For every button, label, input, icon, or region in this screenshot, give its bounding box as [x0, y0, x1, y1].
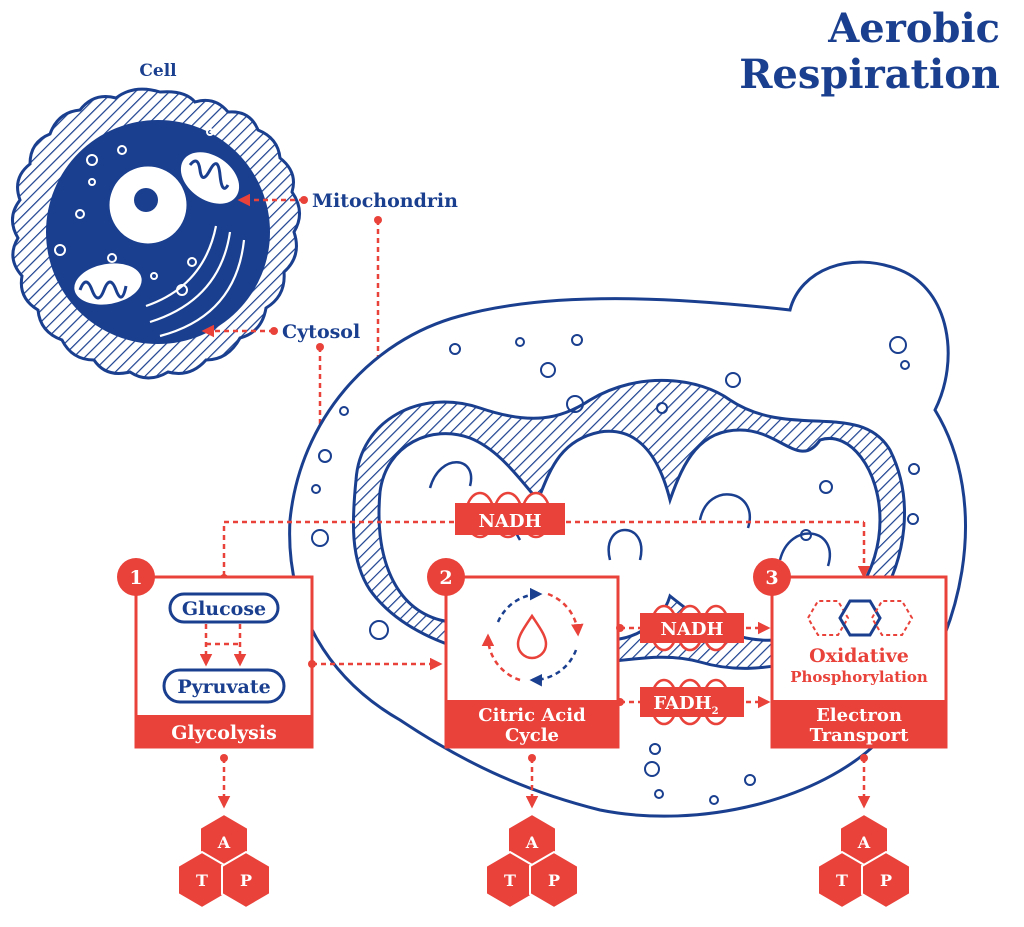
hexagon-molecule-icon [806, 599, 914, 637]
nucleolus [134, 188, 158, 212]
atp-t: T [196, 871, 208, 890]
oxidative-label: Oxidative [809, 645, 909, 667]
atp-t: T [836, 871, 848, 890]
glycolysis-caption: Glycolysis [171, 722, 277, 744]
glycolysis-to-citric-connector [308, 657, 443, 671]
atp-p: P [880, 871, 892, 890]
nadh-middle-label: NADH [660, 619, 723, 640]
step-1-number: 1 [129, 567, 142, 589]
cycle-arrows-icon [481, 587, 584, 687]
title: Aerobic Respiration [739, 5, 1000, 98]
cell-mitochondrion-bottom [74, 263, 142, 305]
cell-vesicles [54, 128, 214, 296]
atp-output-3: A T P [817, 754, 911, 910]
cell-bubbles [311, 334, 920, 805]
pyruvate-label: Pyruvate [177, 676, 270, 698]
glucose-label: Glucose [182, 598, 266, 620]
atp-output-2: A T P [485, 754, 579, 910]
title-line2: Respiration [739, 51, 1000, 98]
cytosol-label: Cytosol [282, 321, 360, 343]
title-line1: Aerobic [827, 5, 1000, 52]
fadh-text: FADH [653, 693, 711, 714]
atp-p: P [548, 871, 560, 890]
atp-a: A [217, 833, 231, 852]
atp-p: P [240, 871, 252, 890]
droplet-icon [516, 613, 548, 660]
step-2-number: 2 [439, 567, 452, 589]
cell-mitochondrion-top [180, 152, 240, 204]
step-electron-transport: Electron Transport 3 Oxidative Phosphory… [753, 558, 948, 749]
fadh2-carrier: FADH2 [616, 678, 771, 726]
step-glycolysis: Glycolysis 1 Glucose Pyruvate [117, 558, 314, 749]
atp-t: T [504, 871, 516, 890]
atp-a: A [525, 833, 539, 852]
step-citric-acid-cycle: Citric Acid Cycle 2 [427, 558, 620, 749]
fadh-label: FADH2 [653, 693, 718, 717]
electron-caption-line1: Electron [816, 705, 902, 726]
er-lines [145, 225, 246, 338]
cristae [428, 461, 832, 567]
step-3-number: 3 [765, 567, 778, 589]
nadh-middle-carrier: NADH [616, 604, 771, 652]
citric-caption-line1: Citric Acid [478, 705, 586, 726]
phosphorylation-label: Phosphorylation [790, 668, 928, 686]
mitochondrin-label: Mitochondrin [312, 190, 458, 212]
citric-caption-line2: Cycle [505, 725, 559, 746]
atp-output-1: A T P [177, 754, 271, 910]
electron-caption-line2: Transport [810, 725, 910, 746]
nadh-top-connector: NADH [220, 491, 871, 582]
fadh-subscript: 2 [712, 706, 719, 717]
cell-illustration: Cell [11, 61, 301, 380]
atp-a: A [857, 833, 871, 852]
nadh-top-carrier: NADH [455, 491, 565, 539]
nadh-top-label: NADH [478, 511, 541, 532]
cell-label: Cell [139, 61, 177, 81]
